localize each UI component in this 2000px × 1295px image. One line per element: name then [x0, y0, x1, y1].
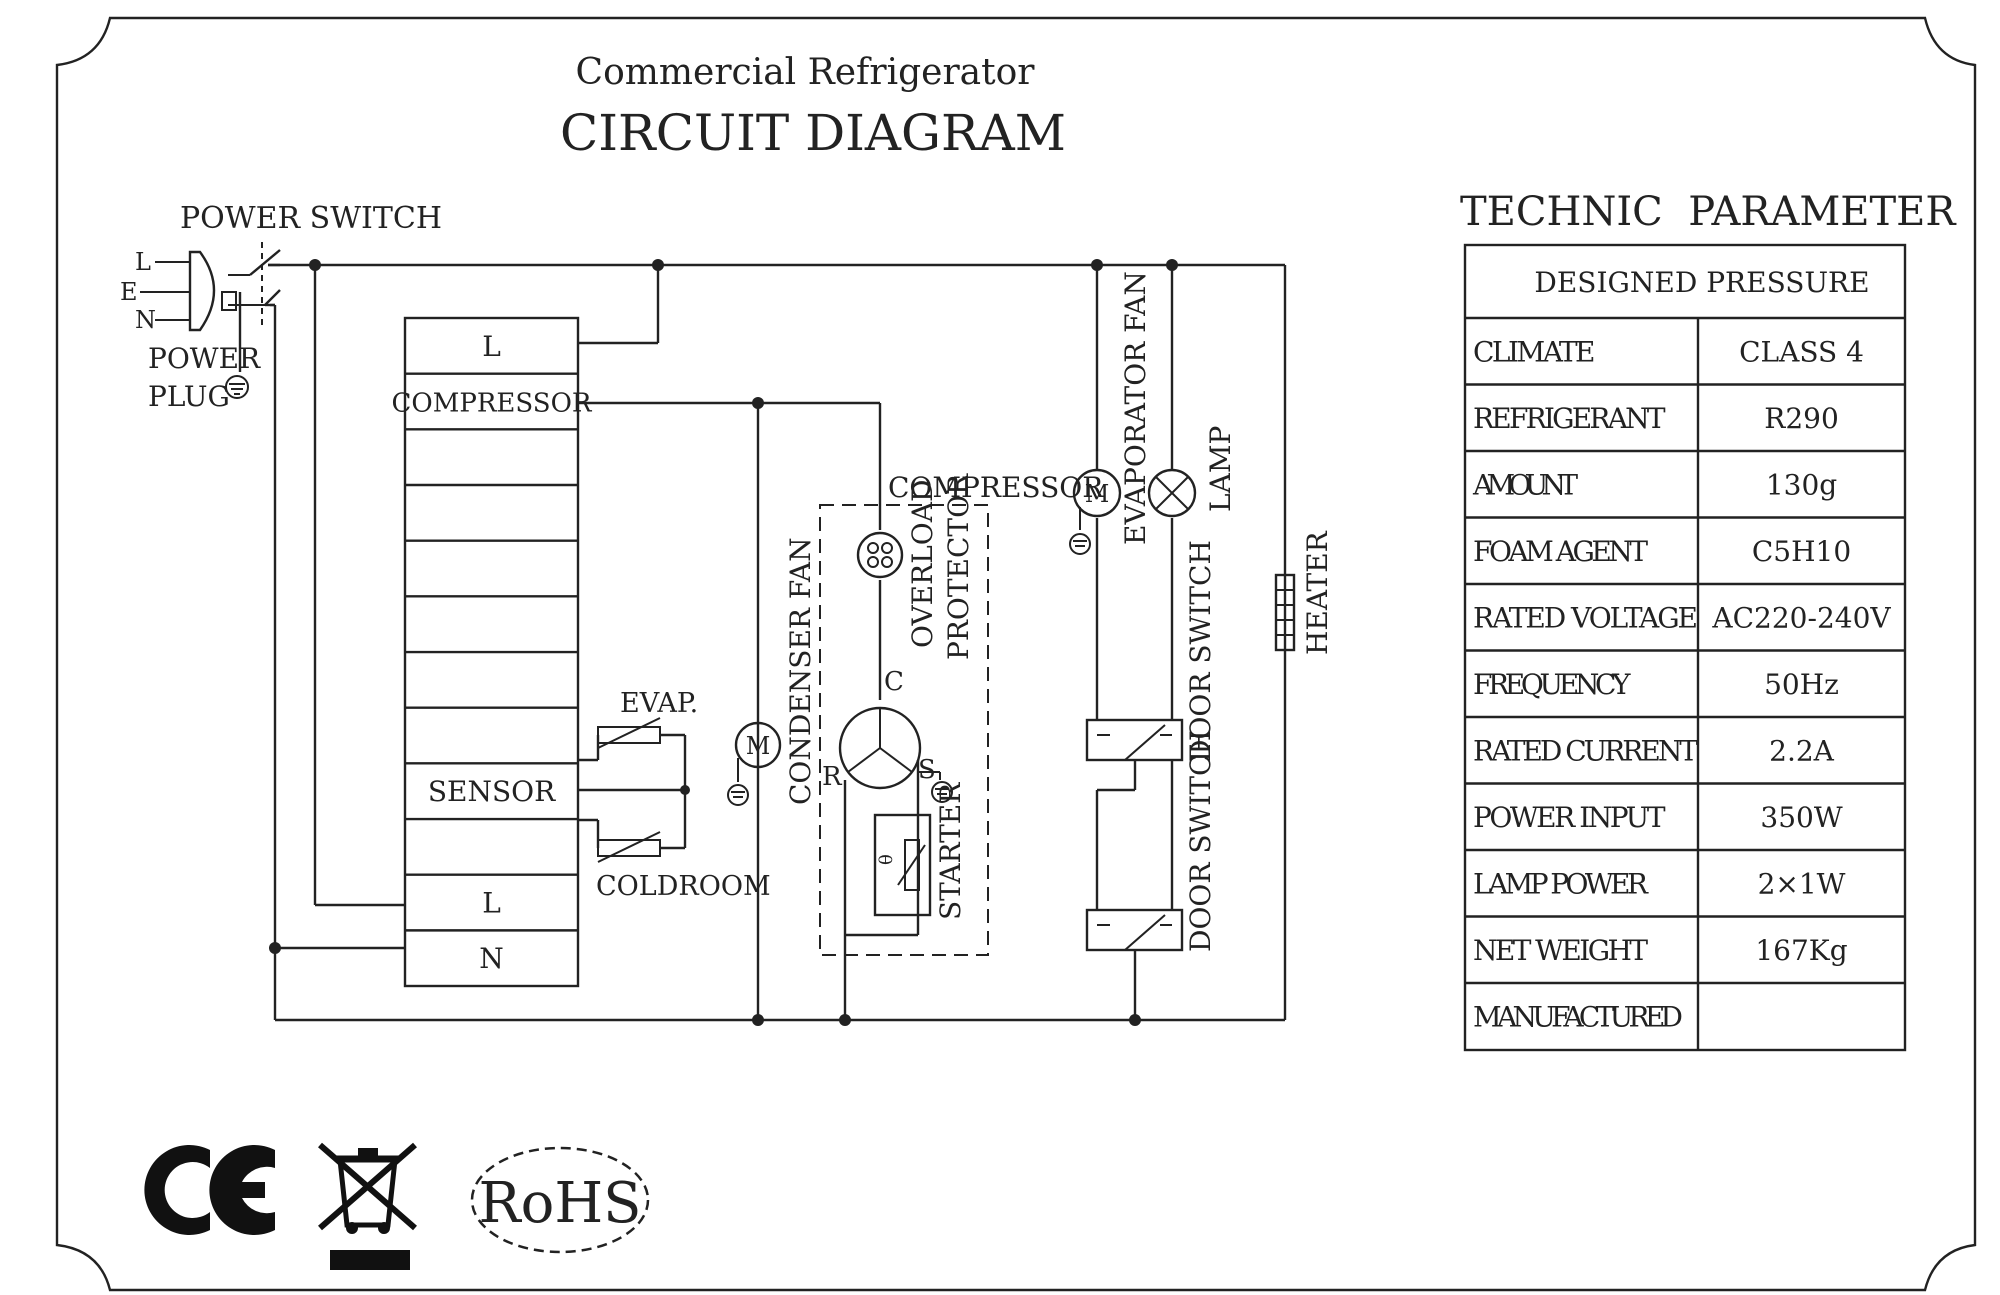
door-switch-1: DOOR SWITCH	[1085, 540, 1217, 762]
starter-theta: θ	[876, 854, 897, 865]
controller-terminal-label: N	[479, 942, 504, 975]
param-value: 167Kg	[1755, 934, 1847, 967]
params-heading: TECHNIC PARAMETER	[1460, 189, 1957, 235]
ce-mark	[144, 1145, 275, 1235]
sensor-probes: EVAP. COLDROOM	[596, 688, 771, 902]
heater-label: HEATER	[1301, 530, 1334, 655]
power-plug-label-2: PLUG	[148, 380, 230, 413]
junction-dots	[269, 259, 1178, 1026]
param-value: CLASS 4	[1739, 335, 1864, 368]
plug-l-label: L	[135, 248, 151, 276]
param-label: AMOUNT	[1472, 468, 1578, 501]
param-label: FREQUENCY	[1473, 668, 1631, 701]
param-label: MANUFACTURED	[1473, 1000, 1683, 1033]
plug-e-label: E	[120, 278, 138, 306]
door-switch-2-label: DOOR SWITCH	[1184, 730, 1217, 952]
starter-label: STARTER	[934, 782, 967, 920]
evap-motor-m: M	[1085, 480, 1110, 508]
param-value: AC220-240V	[1711, 601, 1891, 634]
technic-parameter-table: TECHNIC PARAMETER DESIGNED PRESSURE CLIM…	[1460, 189, 1957, 1052]
param-value: R290	[1764, 402, 1839, 435]
param-label: REFRIGERANT	[1473, 402, 1666, 435]
evaporator-fan-motor: M EVAPORATOR FAN	[1069, 271, 1152, 555]
controller-terminal-label: SENSOR	[428, 775, 556, 808]
door-switch-1-label: DOOR SWITCH	[1184, 540, 1217, 762]
diagram-title: CIRCUIT DIAGRAM	[560, 104, 1066, 162]
sheet-border	[55, 16, 1977, 1292]
condenser-fan-label: CONDENSER FAN	[784, 537, 817, 805]
overload-label-2: PROTECTOR	[942, 473, 975, 660]
controller-terminal-label: L	[482, 887, 501, 920]
lamp-label: LAMP	[1204, 426, 1237, 512]
wiring	[265, 263, 1287, 1022]
param-label: NET WEIGHT	[1473, 934, 1648, 967]
heater-element: HEATER	[1274, 530, 1334, 655]
door-switch-2: DOOR SWITCH	[1085, 730, 1217, 952]
compressor-label: COMPRESSOR	[888, 471, 1104, 504]
weee-bin-icon	[318, 1142, 417, 1270]
evap-sensor-label: EVAP.	[620, 688, 698, 719]
param-label: RATED CURRENT	[1473, 734, 1698, 767]
terminal-c-label: C	[884, 667, 904, 697]
terminal-s-label: S	[918, 755, 936, 785]
param-value: 350W	[1760, 801, 1842, 834]
param-value: C5H10	[1752, 535, 1851, 568]
rohs-label: RoHS	[478, 1171, 641, 1236]
lamp-symbol: LAMP	[1147, 426, 1237, 518]
rohs-mark: RoHS	[470, 1146, 650, 1254]
param-value: 2.2A	[1769, 734, 1835, 767]
param-label: LAMP POWER	[1473, 867, 1649, 900]
designed-pressure-label: DESIGNED PRESSURE	[1534, 266, 1869, 299]
condenser-motor-m: M	[746, 732, 771, 760]
terminal-r-label: R	[822, 762, 843, 792]
param-label: CLIMATE	[1473, 335, 1596, 368]
param-label: POWER INPUT	[1473, 801, 1666, 834]
param-value: 50Hz	[1764, 668, 1839, 701]
coldroom-sensor-label: COLDROOM	[596, 871, 771, 902]
overload-label-1: OVERLOAD	[906, 480, 939, 648]
condenser-fan-motor: M CONDENSER FAN	[727, 537, 817, 806]
power-switch-label: POWER SWITCH	[180, 201, 442, 236]
diagram-subtitle: Commercial Refrigerator	[576, 52, 1036, 93]
param-value: 130g	[1766, 468, 1837, 501]
controller-terminal-label: L	[482, 330, 501, 363]
power-plug: POWER SWITCH L E N POWER PLUG	[120, 201, 442, 413]
controller-terminal-label: COMPRESSOR	[392, 389, 593, 419]
evaporator-fan-label: EVAPORATOR FAN	[1119, 271, 1152, 545]
compressor-assembly: COMPRESSOR OVERLOAD PROTECTOR C R S θ ST…	[819, 471, 1104, 956]
plug-n-label: N	[135, 306, 156, 334]
param-value: 2×1W	[1758, 867, 1846, 900]
param-label: RATED VOLTAGE	[1473, 601, 1698, 634]
power-plug-label-1: POWER	[148, 342, 261, 375]
param-label: FOAM AGENT	[1473, 535, 1648, 568]
